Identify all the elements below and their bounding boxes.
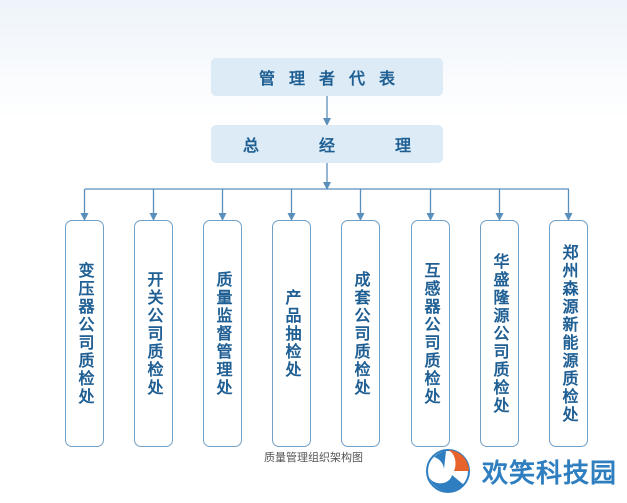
dept-label-product-sampling: 产品抽检处 xyxy=(282,288,302,379)
dept-label-huasheng-longyuan-qc: 华盛隆源公司质检处 xyxy=(490,252,510,415)
dept-box-huasheng-longyuan-qc: 华盛隆源公司质检处 xyxy=(480,220,519,447)
management-representative-box: 管理者代表 xyxy=(211,58,443,96)
diagram-caption: 质量管理组织架构图 xyxy=(264,451,363,464)
management-representative-label: 管理者代表 xyxy=(258,69,409,88)
general-manager-char-2: 经 xyxy=(318,136,335,155)
general-manager-char-3: 理 xyxy=(394,136,411,155)
watermark: 欢笑科技园 xyxy=(424,447,617,495)
watermark-text: 欢笑科技园 xyxy=(481,458,617,489)
dept-box-complete-set-qc: 成套公司质检处 xyxy=(341,220,380,447)
dept-box-instrument-transformer-qc: 互感器公司质检处 xyxy=(411,220,450,447)
dept-box-product-sampling: 产品抽检处 xyxy=(272,220,311,447)
general-manager-box: 总 经 理 xyxy=(211,125,443,163)
dept-box-transformer-qc: 变压器公司质检处 xyxy=(65,220,104,447)
general-manager-char-1: 总 xyxy=(243,136,260,155)
dept-box-quality-supervision: 质量监督管理处 xyxy=(203,220,242,447)
dept-label-instrument-transformer-qc: 互感器公司质检处 xyxy=(421,261,441,406)
dept-label-switchgear-qc: 开关公司质检处 xyxy=(144,270,164,397)
dept-box-switchgear-qc: 开关公司质检处 xyxy=(134,220,173,447)
volleyball-logo-icon xyxy=(425,449,470,493)
dept-label-complete-set-qc: 成套公司质检处 xyxy=(351,270,371,397)
dept-box-zhengzhou-senyuan-qc: 郑州森源新能源质检处 xyxy=(549,220,588,447)
dept-label-transformer-qc: 变压器公司质检处 xyxy=(75,261,95,406)
dept-label-quality-supervision: 质量监督管理处 xyxy=(213,270,233,397)
dept-label-zhengzhou-senyuan-qc: 郑州森源新能源质检处 xyxy=(559,243,579,424)
